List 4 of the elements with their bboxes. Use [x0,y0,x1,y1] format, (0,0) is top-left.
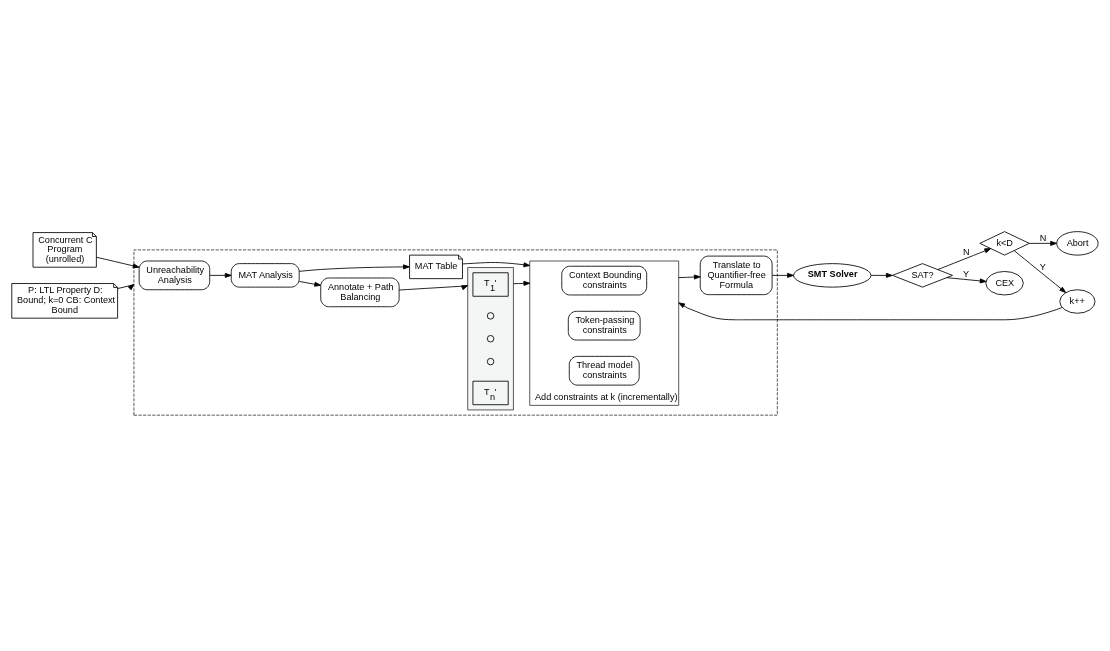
edge-label: Y [962,268,970,279]
edge-label: N [962,246,970,257]
edge-label: N [1039,232,1047,243]
edge-label: Y [1039,261,1046,272]
